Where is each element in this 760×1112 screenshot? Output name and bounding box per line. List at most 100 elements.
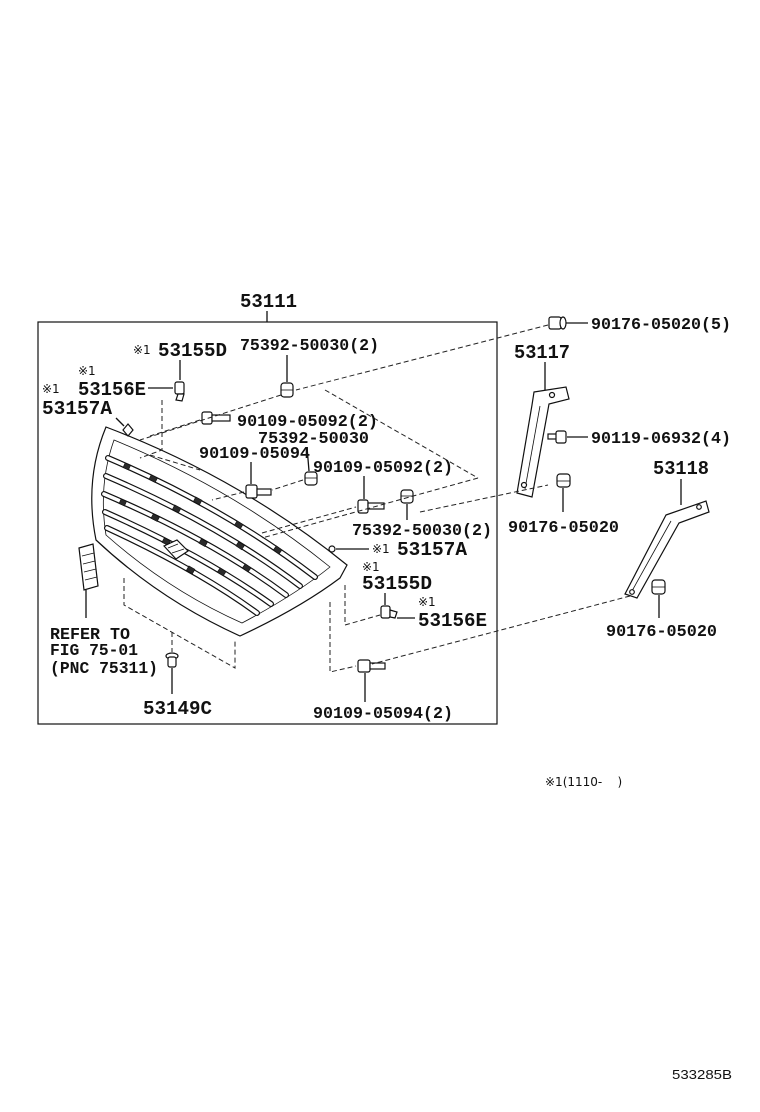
grille-emblem-mount: [162, 539, 189, 560]
callout-assembly-53111[interactable]: 53111: [240, 291, 297, 313]
callout-90176-05020-lower[interactable]: 90176-05020: [606, 622, 717, 641]
grille-clip-hole: [235, 541, 245, 551]
bolt-90109-05094-middle: [245, 484, 272, 499]
dashed-line: [123, 578, 236, 669]
callout-53155D-top-left[interactable]: 53155D: [158, 340, 227, 362]
leader-line: [306, 446, 310, 472]
callout-mark: ※1: [42, 382, 60, 396]
bracket-hole: [696, 504, 702, 510]
clip-75392-50030-top: [280, 382, 294, 398]
callout-90109-05092-upper[interactable]: 90109-05092(2): [237, 412, 378, 431]
clip-body: [400, 489, 414, 504]
bolt-head: [245, 484, 258, 499]
dashed-line: [149, 419, 201, 437]
bracket-53118: [624, 500, 710, 599]
reference-part-75311: [78, 543, 99, 591]
callout-75392-50030-top[interactable]: 75392-50030(2): [240, 336, 379, 355]
dashed-line: [261, 477, 479, 539]
callout-53118[interactable]: 53118: [653, 458, 709, 480]
dashed-line: [211, 491, 245, 501]
grille-inner-frame: [102, 439, 331, 624]
leader-lines: [85, 322, 682, 702]
dashed-line: [371, 595, 631, 665]
grille-clip-hole: [150, 513, 160, 522]
callout-mark: ※1: [133, 343, 151, 357]
bracket-hole: [548, 391, 556, 399]
bolt-shaft: [256, 488, 272, 496]
emblem-53157A-left: [122, 423, 134, 437]
grille-clip-hole: [193, 496, 203, 506]
callout-75392-50030-lower[interactable]: 75392-50030(2): [352, 521, 492, 540]
callout-53157A-left[interactable]: 53157A: [42, 398, 113, 420]
callout-53156E-right[interactable]: 53156E: [418, 610, 487, 632]
bolt-90176-05020-middle: [556, 473, 571, 488]
bolt-90176-05020-top-right: [548, 316, 567, 330]
clip-body: [380, 605, 391, 619]
grille-clip-hole: [185, 565, 196, 575]
clip-75392-50030-middle: [304, 471, 318, 486]
callout-90176-05020-top-right[interactable]: 90176-05020(5): [591, 315, 731, 334]
grille-clip-hole: [122, 462, 131, 471]
dashed-line: [419, 484, 549, 513]
dashed-line: [139, 394, 282, 441]
callout-53117[interactable]: 53117: [514, 342, 570, 364]
callout-53156E-top-left[interactable]: 53156E: [78, 379, 146, 401]
bolt-90176-05020-lower: [651, 579, 666, 595]
callout-90176-05020-middle[interactable]: 90176-05020: [508, 518, 619, 537]
bracket-rib: [524, 405, 541, 490]
grille-slat-highlight: [106, 456, 317, 579]
callout-53157A-right[interactable]: 53157A: [397, 539, 468, 561]
callout-90109-05092-middle[interactable]: 90109-05092(2): [313, 458, 453, 477]
bolt-head: [357, 659, 371, 673]
reference-note-line: REFER TO: [50, 625, 130, 644]
bracket-rib: [631, 520, 672, 592]
dashed-line: [149, 454, 201, 471]
callout-75392-50030-middle[interactable]: 75392-50030: [258, 429, 369, 448]
callout-53155D-right[interactable]: 53155D: [362, 573, 432, 595]
grille-emblem-detail: [167, 543, 185, 554]
callout-90109-05094-bottom[interactable]: 90109-05094(2): [313, 704, 453, 723]
clip-body: [174, 381, 185, 395]
dashed-line: [329, 602, 357, 673]
illustration-code: 533285B: [672, 1067, 732, 1082]
bolt-head: [556, 473, 571, 488]
callout-53149C[interactable]: 53149C: [143, 698, 212, 720]
bolt-90109-05094-bottom: [357, 659, 386, 673]
dashed-line: [344, 585, 381, 626]
clip-tab: [175, 393, 185, 402]
bracket-53117: [516, 386, 570, 498]
callout-mark: ※1: [372, 542, 390, 556]
clip-53155D-right: [380, 605, 398, 619]
grille-clip-hole: [118, 498, 127, 507]
emblem-53157A-right: [328, 545, 336, 553]
callout-mark: ※1: [418, 595, 436, 609]
grille-slat-highlight: [103, 510, 273, 606]
callout-90109-05094-middle[interactable]: 90109-05094: [199, 444, 310, 463]
reference-part-body: [78, 543, 99, 591]
grille-clip-hole: [198, 538, 208, 548]
footnote-mark-1: ※1(1110- ): [545, 775, 622, 789]
bolt-90109-05092-middle: [357, 499, 385, 514]
callout-90119-06932[interactable]: 90119-06932(4): [591, 429, 731, 448]
grille-clip-hole: [172, 504, 182, 514]
bolt-head: [548, 316, 562, 330]
bolt-shaft: [211, 414, 231, 422]
grille-clip-hole: [233, 520, 244, 530]
callout-mark: ※1: [78, 364, 96, 378]
reference-part-ribs: [81, 552, 98, 581]
dashed-line: [271, 479, 304, 491]
clip-53149C: [165, 652, 179, 668]
radiator-grille: [91, 426, 348, 637]
bracket-body: [624, 500, 710, 599]
reference-note-line: (PNC 75311): [50, 659, 158, 678]
installation-lines: [123, 324, 631, 673]
bolt-90109-05092-upper: [201, 411, 231, 425]
bracket-body: [516, 386, 570, 498]
clip-body: [304, 471, 318, 486]
grille-slat-highlight: [104, 474, 302, 588]
clip-75392-50030-lower: [400, 489, 414, 504]
clip-tab: [389, 609, 398, 619]
dashed-line: [139, 400, 163, 459]
grille-clip-hole: [272, 545, 283, 555]
